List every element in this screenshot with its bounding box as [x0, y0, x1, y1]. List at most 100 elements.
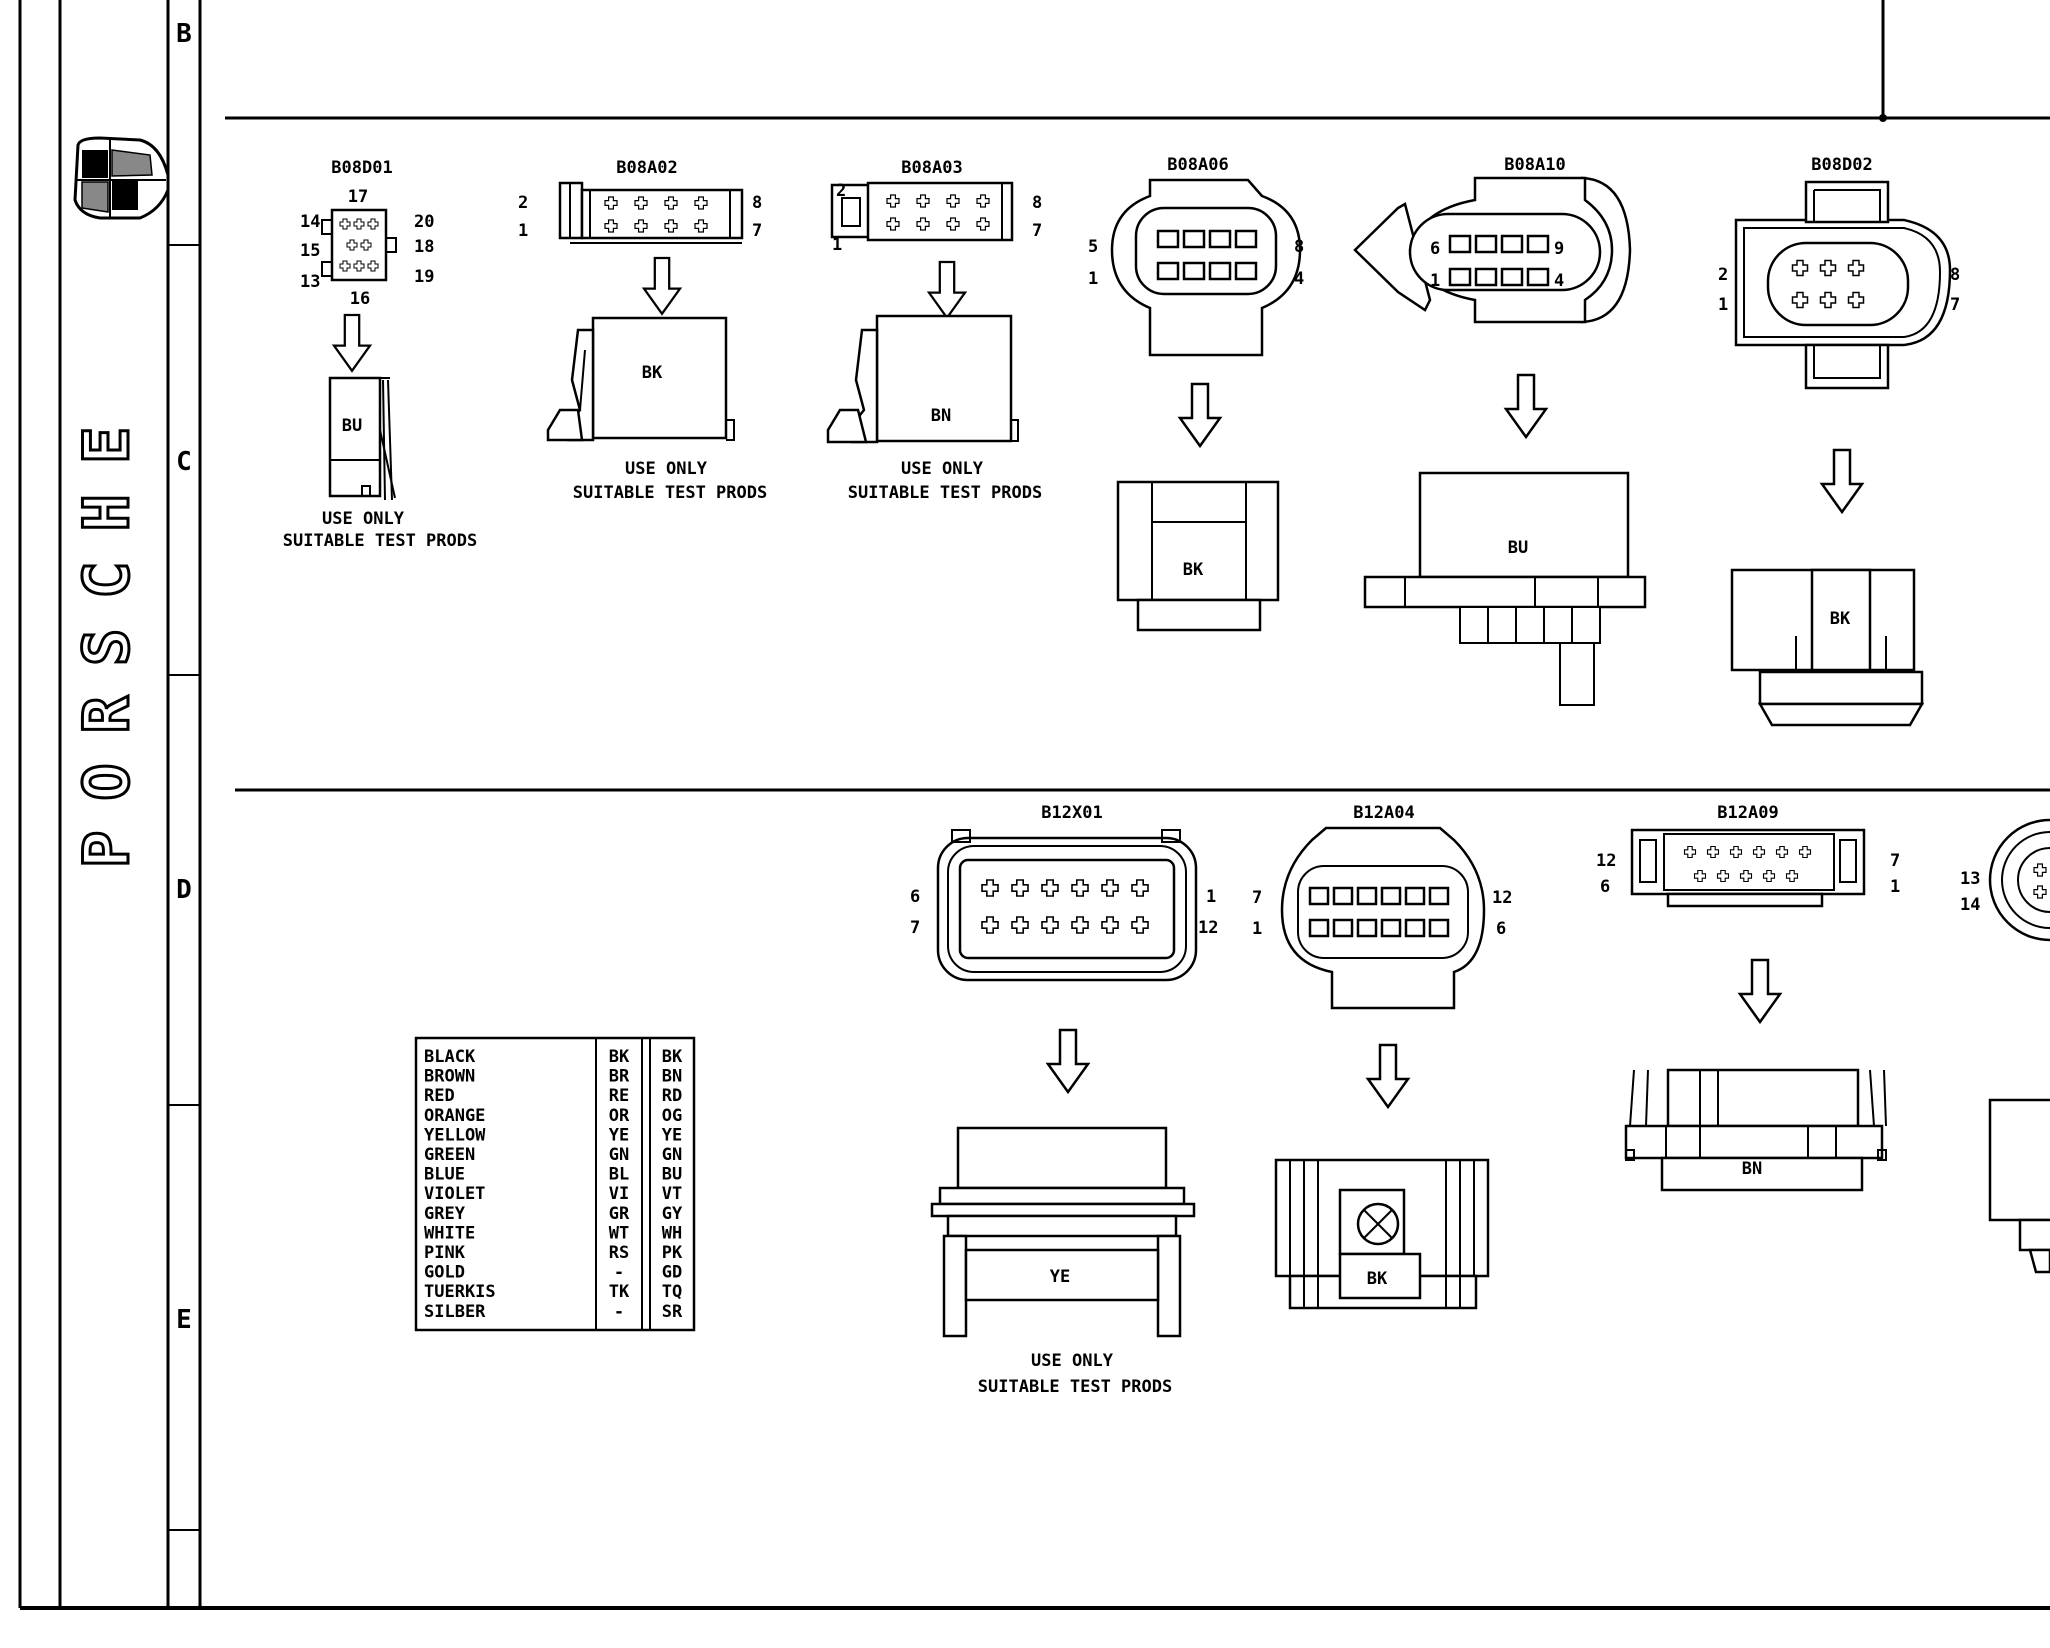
pin-label: 16: [350, 289, 370, 309]
drawing-frame: [18, 0, 2050, 1610]
legend-code-en: SR: [662, 1302, 683, 1322]
down-arrow-icon: [927, 260, 967, 319]
grid-row-e: E: [176, 1305, 192, 1335]
housing-color: YE: [1050, 1267, 1070, 1287]
legend-code-de: GN: [609, 1145, 629, 1165]
test-probe-note-line2: SUITABLE TEST PRODS: [573, 483, 767, 503]
porsche-crest-icon: [73, 136, 170, 220]
down-arrow-icon: [1820, 448, 1864, 514]
legend-code-de: TK: [609, 1282, 630, 1302]
legend-code-de: RS: [609, 1243, 629, 1263]
down-arrow-icon: [642, 256, 682, 315]
pin-label: 7: [1950, 295, 1960, 315]
legend-code-en: WH: [662, 1223, 682, 1243]
housing-color: BK: [1830, 609, 1851, 629]
legend-color-name: BLACK: [424, 1047, 476, 1067]
legend-color-name: BROWN: [424, 1067, 475, 1087]
pin-label: 6: [910, 887, 920, 907]
legend-code-de: OR: [609, 1106, 630, 1126]
down-arrow-icon: [1366, 1043, 1410, 1109]
pin-label: 1: [1430, 271, 1440, 291]
pin-label: 12: [1596, 851, 1616, 871]
pin-label: 1: [1206, 887, 1216, 907]
pin-label: 7: [1252, 888, 1262, 908]
connector-id: B12X01: [1041, 803, 1102, 823]
legend-code-en: RD: [662, 1086, 682, 1106]
pin-label: 2: [1718, 265, 1728, 285]
legend-code-en: GN: [662, 1145, 682, 1165]
legend-row: GOLD - GD: [424, 1263, 682, 1283]
housing-color: BN: [1742, 1159, 1762, 1179]
housing-color: BU: [1508, 538, 1528, 558]
connector-id: B08A10: [1504, 155, 1565, 175]
housing-color: BU: [342, 416, 362, 436]
socket-cells: [1448, 234, 1550, 287]
connector-partial-right: 13 14: [1960, 818, 2050, 1274]
legend-code-de: -: [614, 1302, 624, 1322]
pin-label: 4: [1294, 269, 1304, 289]
legend-color-name: YELLOW: [424, 1125, 486, 1145]
legend-code-en: BK: [662, 1047, 683, 1067]
legend-code-de: VI: [609, 1184, 629, 1204]
housing-color: BN: [931, 406, 951, 426]
connector-b12a09: B12A09 12 6 7 1: [1596, 803, 1900, 1192]
pin-label: 15: [300, 241, 320, 261]
legend-color-name: PINK: [424, 1243, 466, 1263]
legend-row: GREY GR GY: [424, 1204, 683, 1224]
legend-code-en: GY: [662, 1204, 683, 1224]
connector-b08d02: B08D02 2 1 8 7 BK: [1718, 155, 1960, 727]
legend-row: BROWN BR BN: [424, 1067, 682, 1087]
legend-color-name: BLUE: [424, 1165, 465, 1185]
pin-label: 6: [1430, 239, 1440, 259]
socket-cells: [1308, 886, 1450, 938]
legend-code-en: GD: [662, 1263, 682, 1283]
legend-code-en: VT: [662, 1184, 682, 1204]
pin-label: 1: [832, 235, 842, 255]
legend-row: BLACK BK BK: [424, 1047, 683, 1067]
grid-row-d: D: [176, 875, 192, 905]
legend-code-de: YE: [609, 1125, 629, 1145]
test-probe-note-line1: USE ONLY: [1031, 1351, 1114, 1371]
pin-label: 1: [1890, 877, 1900, 897]
pin-label: 8: [1294, 237, 1304, 257]
connector-b08a03: B08A03 2 1 8 7 BN USE ONLY SUITABLE TEST…: [826, 158, 1042, 503]
test-probe-note-line2: SUITABLE TEST PRODS: [283, 531, 477, 551]
porsche-wordmark-text: PORSCHE: [70, 397, 143, 868]
pin-label: 14: [300, 212, 320, 232]
pin-label: 14: [1960, 895, 1980, 915]
legend-code-de: RE: [609, 1086, 629, 1106]
grid-row-b: B: [176, 19, 192, 49]
pin-label: 4: [1554, 271, 1564, 291]
pin-label: 1: [1252, 919, 1262, 939]
legend-color-name: ORANGE: [424, 1106, 485, 1126]
legend-code-de: GR: [609, 1204, 630, 1224]
pin-label: 2: [518, 193, 528, 213]
pin-label: 7: [1890, 851, 1900, 871]
pin-label: 5: [1088, 237, 1098, 257]
test-probe-note-line1: USE ONLY: [625, 459, 708, 479]
legend-color-name: GOLD: [424, 1263, 465, 1283]
pin-label: 18: [414, 237, 434, 257]
legend-color-name: GREY: [424, 1204, 466, 1224]
connector-id: B08D02: [1811, 155, 1872, 175]
connector-id: B08D01: [331, 158, 392, 178]
connector-b12a04: B12A04 7 1 12 6 BK: [1252, 803, 1512, 1310]
legend-code-en: BU: [662, 1165, 682, 1185]
legend-color-name: SILBER: [424, 1302, 486, 1322]
connector-id: B08A02: [616, 158, 677, 178]
legend-code-en: BN: [662, 1067, 682, 1087]
legend-code-de: BR: [609, 1067, 630, 1087]
legend-code-de: -: [614, 1263, 624, 1283]
legend-code-de: BK: [609, 1047, 630, 1067]
grid-row-c: C: [176, 447, 192, 477]
legend-code-en: PK: [662, 1243, 683, 1263]
pin-label: 7: [910, 918, 920, 938]
pin-label: 1: [518, 221, 528, 241]
